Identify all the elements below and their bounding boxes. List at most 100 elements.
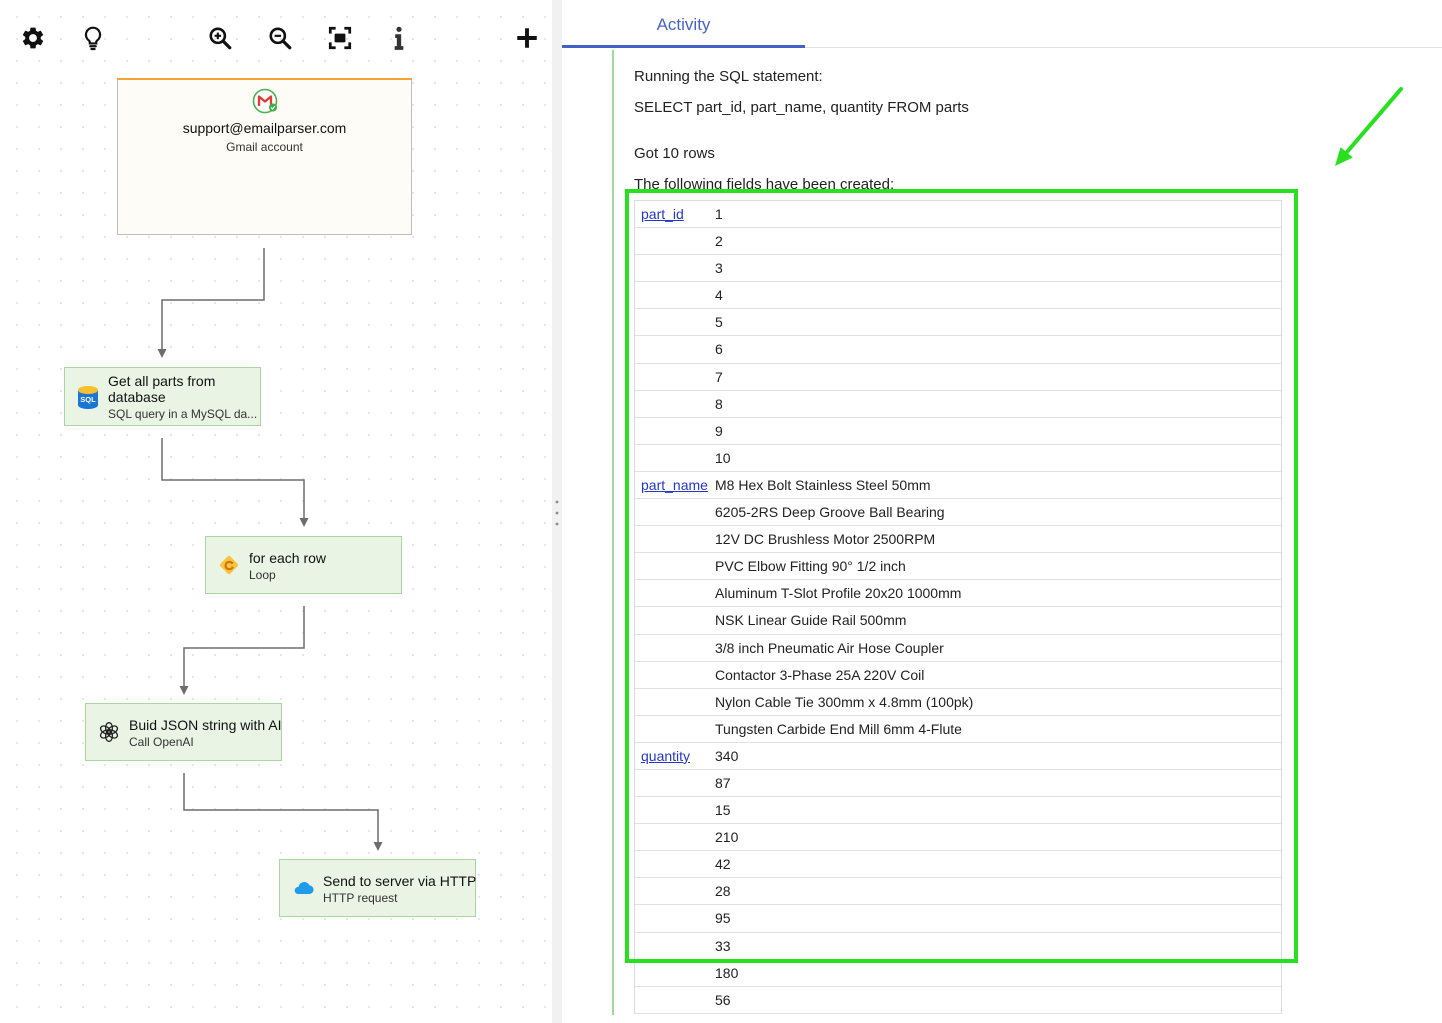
- drag-handle-icon[interactable]: [553, 497, 561, 529]
- table-row: 9: [635, 418, 1281, 445]
- field-name-cell: [635, 716, 715, 742]
- field-link-part-id[interactable]: part_id: [641, 206, 684, 222]
- field-name-cell: [635, 499, 715, 525]
- field-value: 3/8 inch Pneumatic Air Hose Coupler: [715, 639, 944, 656]
- field-value: NSK Linear Guide Rail 500mm: [715, 612, 907, 629]
- lightbulb-icon[interactable]: [80, 25, 106, 51]
- table-row: 3: [635, 255, 1281, 283]
- table-row: 28: [635, 878, 1281, 906]
- tab-activity[interactable]: Activity: [656, 15, 711, 34]
- log-row-count: Got 10 rows: [634, 145, 715, 162]
- log-fields-created: The following fields have been created:: [634, 176, 895, 193]
- table-row: Tungsten Carbide End Mill 6mm 4-Flute: [635, 716, 1281, 743]
- field-value: 1: [715, 206, 723, 222]
- field-value: 9: [715, 422, 723, 439]
- table-row: 33: [635, 933, 1281, 960]
- step-title: Buid JSON string with AI: [129, 717, 282, 733]
- table-row: 12V DC Brushless Motor 2500RPM: [635, 526, 1281, 554]
- step-node-openai[interactable]: Buid JSON string with AI Call OpenAI: [85, 703, 282, 761]
- field-name-cell: [635, 391, 715, 417]
- field-name-cell: quantity: [635, 743, 715, 769]
- field-name-cell: [635, 797, 715, 823]
- field-value: 33: [715, 937, 731, 954]
- field-name-cell: [635, 309, 715, 335]
- field-name-cell: [635, 878, 715, 904]
- gear-icon[interactable]: [20, 25, 46, 51]
- connector-trigger-to-sql: [161, 248, 265, 349]
- trigger-node-gmail[interactable]: support@emailparser.com Gmail account: [117, 78, 412, 235]
- sql-icon-label: SQL: [80, 395, 96, 404]
- tab-bar-divider: [805, 47, 1442, 48]
- connector-loop-to-openai: [183, 606, 305, 686]
- field-link-part-name[interactable]: part_name: [641, 476, 708, 493]
- field-name-cell: [635, 987, 715, 1013]
- table-row: 10: [635, 445, 1281, 472]
- annotation-arrow-icon: [1320, 80, 1420, 180]
- field-value: Nylon Cable Tie 300mm x 4.8mm (100pk): [715, 693, 974, 710]
- field-value: 56: [715, 991, 731, 1008]
- table-row: 4: [635, 282, 1281, 310]
- field-value: 6: [715, 341, 723, 358]
- field-value: 6205-2RS Deep Groove Ball Bearing: [715, 504, 945, 521]
- field-value: Contactor 3-Phase 25A 220V Coil: [715, 666, 925, 683]
- table-row: 6205-2RS Deep Groove Ball Bearing: [635, 499, 1281, 527]
- table-row: 3/8 inch Pneumatic Air Hose Coupler: [635, 635, 1281, 662]
- step-subtitle: SQL query in a MySQL da...: [108, 407, 258, 421]
- table-row: 2: [635, 228, 1281, 256]
- table-row: PVC Elbow Fitting 90° 1/2 inch: [635, 553, 1281, 581]
- step-node-sql-query[interactable]: SQL Get all parts from database SQL quer…: [64, 367, 261, 426]
- field-name-cell: part_name: [635, 472, 715, 498]
- connector-openai-to-http: [183, 773, 379, 842]
- log-running-statement: Running the SQL statement:: [634, 68, 823, 85]
- field-name-cell: [635, 770, 715, 796]
- field-value: 210: [715, 829, 739, 846]
- field-name-cell: [635, 336, 715, 362]
- info-icon[interactable]: [386, 25, 412, 51]
- zoom-in-icon[interactable]: [207, 25, 233, 51]
- connector-arrowhead: [373, 842, 383, 851]
- plus-icon[interactable]: [514, 25, 540, 51]
- field-value: 2: [715, 233, 723, 250]
- field-name-cell: [635, 960, 715, 986]
- trigger-title: support@emailparser.com: [182, 120, 347, 136]
- step-title: for each row: [249, 550, 327, 566]
- connector-sql-to-loop: [161, 438, 305, 518]
- field-name-cell: [635, 445, 715, 471]
- table-row: 6: [635, 336, 1281, 364]
- workflow-canvas[interactable]: support@emailparser.com Gmail account SQ…: [0, 0, 552, 1023]
- connector-arrowhead: [299, 518, 309, 527]
- field-name-cell: [635, 418, 715, 444]
- step-subtitle: Loop: [249, 568, 276, 582]
- zoom-out-icon[interactable]: [267, 25, 293, 51]
- table-row: Nylon Cable Tie 300mm x 4.8mm (100pk): [635, 689, 1281, 716]
- workflow-connectors: [157, 248, 383, 851]
- field-value: 95: [715, 910, 731, 927]
- field-value: 12V DC Brushless Motor 2500RPM: [715, 531, 936, 548]
- field-value: 8: [715, 395, 723, 412]
- field-name-cell: [635, 662, 715, 688]
- table-row: 8: [635, 391, 1281, 418]
- table-row: 210: [635, 824, 1281, 852]
- panel-divider[interactable]: [552, 0, 562, 1023]
- field-name-cell: [635, 526, 715, 552]
- field-value: 4: [715, 287, 723, 304]
- fit-screen-icon[interactable]: [327, 25, 353, 51]
- field-name-cell: [635, 607, 715, 633]
- activity-entry-bar: [612, 50, 614, 1015]
- gmail-icon: [252, 88, 278, 114]
- table-row: quantity 340: [635, 743, 1281, 770]
- step-node-http-request[interactable]: Send to server via HTTP HTTP request: [279, 859, 476, 917]
- step-subtitle: Call OpenAI: [129, 735, 194, 749]
- field-name-cell: part_id: [635, 201, 715, 227]
- table-row: 56: [635, 987, 1281, 1014]
- table-row: 7: [635, 364, 1281, 391]
- table-row: 15: [635, 797, 1281, 825]
- step-node-loop[interactable]: for each row Loop: [205, 536, 402, 594]
- field-value: 340: [715, 747, 739, 764]
- loop-icon: [217, 552, 241, 578]
- cloud-icon: [291, 875, 315, 901]
- field-value: Aluminum T-Slot Profile 20x20 1000mm: [715, 585, 962, 602]
- field-link-quantity[interactable]: quantity: [641, 747, 691, 764]
